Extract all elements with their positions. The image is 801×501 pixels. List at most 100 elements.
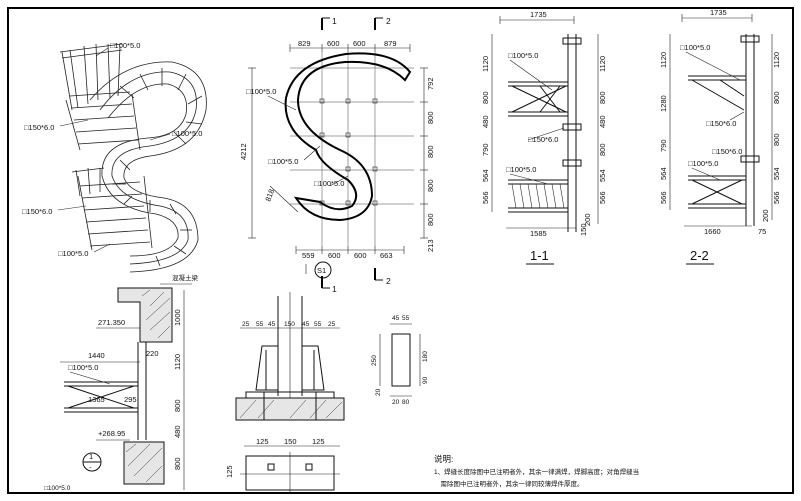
s11-dim-right-5: 554 bbox=[598, 169, 607, 182]
plan-dim-right-extra: 213 bbox=[426, 239, 435, 252]
base-detail: 25 55 45 150 45 55 25 125 150 125 bbox=[225, 292, 345, 492]
detail-dim-bot-3: 125 bbox=[312, 437, 325, 446]
elev-beam-label: 混凝土梁 bbox=[172, 273, 199, 282]
plan-section-mark-bot-2: 2 bbox=[386, 276, 391, 286]
detail-dim-bot-1: 125 bbox=[256, 437, 269, 446]
plan-label-3: □100*5.0 bbox=[314, 179, 344, 188]
s11-label-3: □100*5.0 bbox=[506, 165, 536, 174]
s22-dim-top: 1735 bbox=[710, 8, 727, 17]
elev-label: □100*5.0 bbox=[68, 363, 98, 372]
stiff-dim-45: 45 bbox=[392, 315, 400, 322]
s22-dim-bottom-side: 75 bbox=[758, 227, 766, 236]
plan-label-2: □100*5.0 bbox=[268, 157, 298, 166]
s22-label-2: □150*6.0 bbox=[706, 119, 736, 128]
stiff-dim-80: 80 bbox=[402, 399, 410, 406]
plan-dim-top-4: 879 bbox=[384, 39, 397, 48]
plan-dim-bot-3: 600 bbox=[354, 251, 367, 260]
detail-dim-3: 45 bbox=[268, 321, 276, 328]
detail-dim-bot-2: 150 bbox=[284, 437, 297, 446]
detail-dim-1: 25 bbox=[242, 321, 250, 328]
notes-line-1: 1、焊缝长度除图中已注明者外，其余一律满焊，焊脚高度；对角焊缝当 bbox=[434, 467, 639, 476]
isometric-view: □100*5.0 □150*6.0 □100*5.0 □150*6.0 □100… bbox=[22, 41, 207, 273]
section-2-2: 1735 1120 1280 790 564 566 1120 800 800 … bbox=[659, 8, 781, 265]
stiffener-detail: 45 55 250 180 90 20 20 80 bbox=[371, 315, 429, 406]
elev-dim-1440: 1440 bbox=[88, 351, 105, 360]
plan-dim-top-3: 600 bbox=[353, 39, 366, 48]
plan-dim-bot-4: 663 bbox=[380, 251, 393, 260]
plan-dim-bot-1: 559 bbox=[302, 251, 315, 260]
plan-dim-left-total: 4212 bbox=[239, 143, 248, 160]
section-1-1: 1735 1120 800 480 790 564 56 bbox=[481, 10, 607, 265]
plan-dim-diag: 818 bbox=[263, 188, 276, 203]
s11-dim-bottom-side: 150 bbox=[579, 223, 588, 236]
plan-view: 1 2 829 600 600 879 bbox=[239, 16, 435, 294]
s11-dim-right-1: 1120 bbox=[598, 56, 607, 72]
detail-dim-4: 150 bbox=[284, 321, 295, 328]
iso-label-5: □100*5.0 bbox=[58, 249, 88, 258]
elev-label-bottom: □100*5.0 bbox=[44, 485, 71, 492]
s22-dim-right-2: 800 bbox=[772, 91, 781, 104]
plan-dim-right-4: 800 bbox=[426, 179, 435, 192]
stair-tag: S1 bbox=[317, 266, 326, 275]
s22-label-1: □100*5.0 bbox=[680, 43, 710, 52]
stiff-dim-90: 90 bbox=[422, 376, 429, 384]
s11-dim-left-3: 480 bbox=[481, 115, 490, 128]
plan-section-mark-top-2: 2 bbox=[386, 16, 391, 26]
s22-dim-left-3: 790 bbox=[659, 139, 668, 152]
elev-dim-5: 800 bbox=[173, 457, 182, 470]
stiff-dim-20: 20 bbox=[375, 388, 382, 396]
elev-circle-top: 1 bbox=[89, 452, 93, 461]
s22-label-4: □150*6.0 bbox=[712, 147, 742, 156]
elev-dim-220: 220 bbox=[146, 349, 159, 358]
s11-dim-right-6: 566 bbox=[598, 191, 607, 204]
s22-dim-bottom: 1660 bbox=[704, 227, 721, 236]
elev-dim-1365: 1365 bbox=[88, 395, 105, 404]
plan-label-1: □100*5.0 bbox=[246, 87, 276, 96]
detail-dim-5: 45 bbox=[302, 321, 310, 328]
notes-title: 说明: bbox=[434, 454, 453, 464]
iso-label-1: □100*5.0 bbox=[110, 41, 140, 50]
iso-label-3: □100*5.0 bbox=[172, 129, 202, 138]
s22-dim-right-1: 1120 bbox=[772, 52, 781, 68]
plan-dim-right-2: 800 bbox=[426, 111, 435, 124]
elev-circle-bot: - bbox=[89, 463, 92, 472]
s22-title: 2-2 bbox=[690, 248, 709, 263]
elev-dim-295: 295 bbox=[124, 395, 137, 404]
elev-level-mid: +268.95 bbox=[98, 429, 125, 438]
notes-line-2: 需除图中已注明者外，其余一律同较薄焊件厚度。 bbox=[434, 479, 584, 488]
detail-dim-2: 55 bbox=[256, 321, 264, 328]
s11-dim-right-3: 480 bbox=[598, 115, 607, 128]
plan-dim-right-3: 800 bbox=[426, 145, 435, 158]
plan-dim-top-2: 600 bbox=[327, 39, 340, 48]
s22-dim-right-6: 200 bbox=[761, 209, 770, 222]
s22-dim-right-4: 554 bbox=[772, 167, 781, 180]
s11-dim-left-1: 1120 bbox=[481, 56, 490, 72]
s11-dim-left-5: 564 bbox=[481, 169, 490, 182]
plan-dim-bot-2: 600 bbox=[328, 251, 341, 260]
s11-dim-right-4: 800 bbox=[598, 143, 607, 156]
elevation-view: 混凝土梁 271.350 1440 220 □100*5.0 1365 295 … bbox=[44, 273, 199, 492]
s11-title: 1-1 bbox=[530, 248, 549, 263]
s22-dim-left-2: 1280 bbox=[659, 95, 668, 112]
notes: 说明: 1、焊缝长度除图中已注明者外，其余一律满焊，焊脚高度；对角焊缝当 需除图… bbox=[434, 454, 639, 488]
s11-dim-top: 1735 bbox=[530, 10, 547, 19]
detail-dim-125: 125 bbox=[225, 465, 234, 478]
plan-dim-top-1: 829 bbox=[298, 39, 311, 48]
s11-dim-right-7: 200 bbox=[583, 213, 592, 226]
iso-label-4: □150*6.0 bbox=[22, 207, 52, 216]
s22-dim-right-5: 566 bbox=[772, 191, 781, 204]
s11-label-2: □150*6.0 bbox=[528, 135, 558, 144]
plan-section-mark-bot-1: 1 bbox=[332, 284, 337, 294]
s11-dim-bottom: 1585 bbox=[530, 229, 547, 238]
elev-dim-2: 1120 bbox=[173, 354, 182, 370]
s22-dim-left-4: 564 bbox=[659, 167, 668, 180]
stiff-dim-250: 250 bbox=[371, 355, 378, 366]
s22-dim-right-3: 800 bbox=[772, 133, 781, 146]
s11-dim-left-2: 800 bbox=[481, 91, 490, 104]
plan-dim-right-1: 792 bbox=[426, 77, 435, 90]
s22-dim-left-1: 1120 bbox=[659, 52, 668, 68]
stiff-dim-20b: 20 bbox=[392, 399, 400, 406]
detail-dim-7: 25 bbox=[328, 321, 336, 328]
s11-dim-left-4: 790 bbox=[481, 143, 490, 156]
